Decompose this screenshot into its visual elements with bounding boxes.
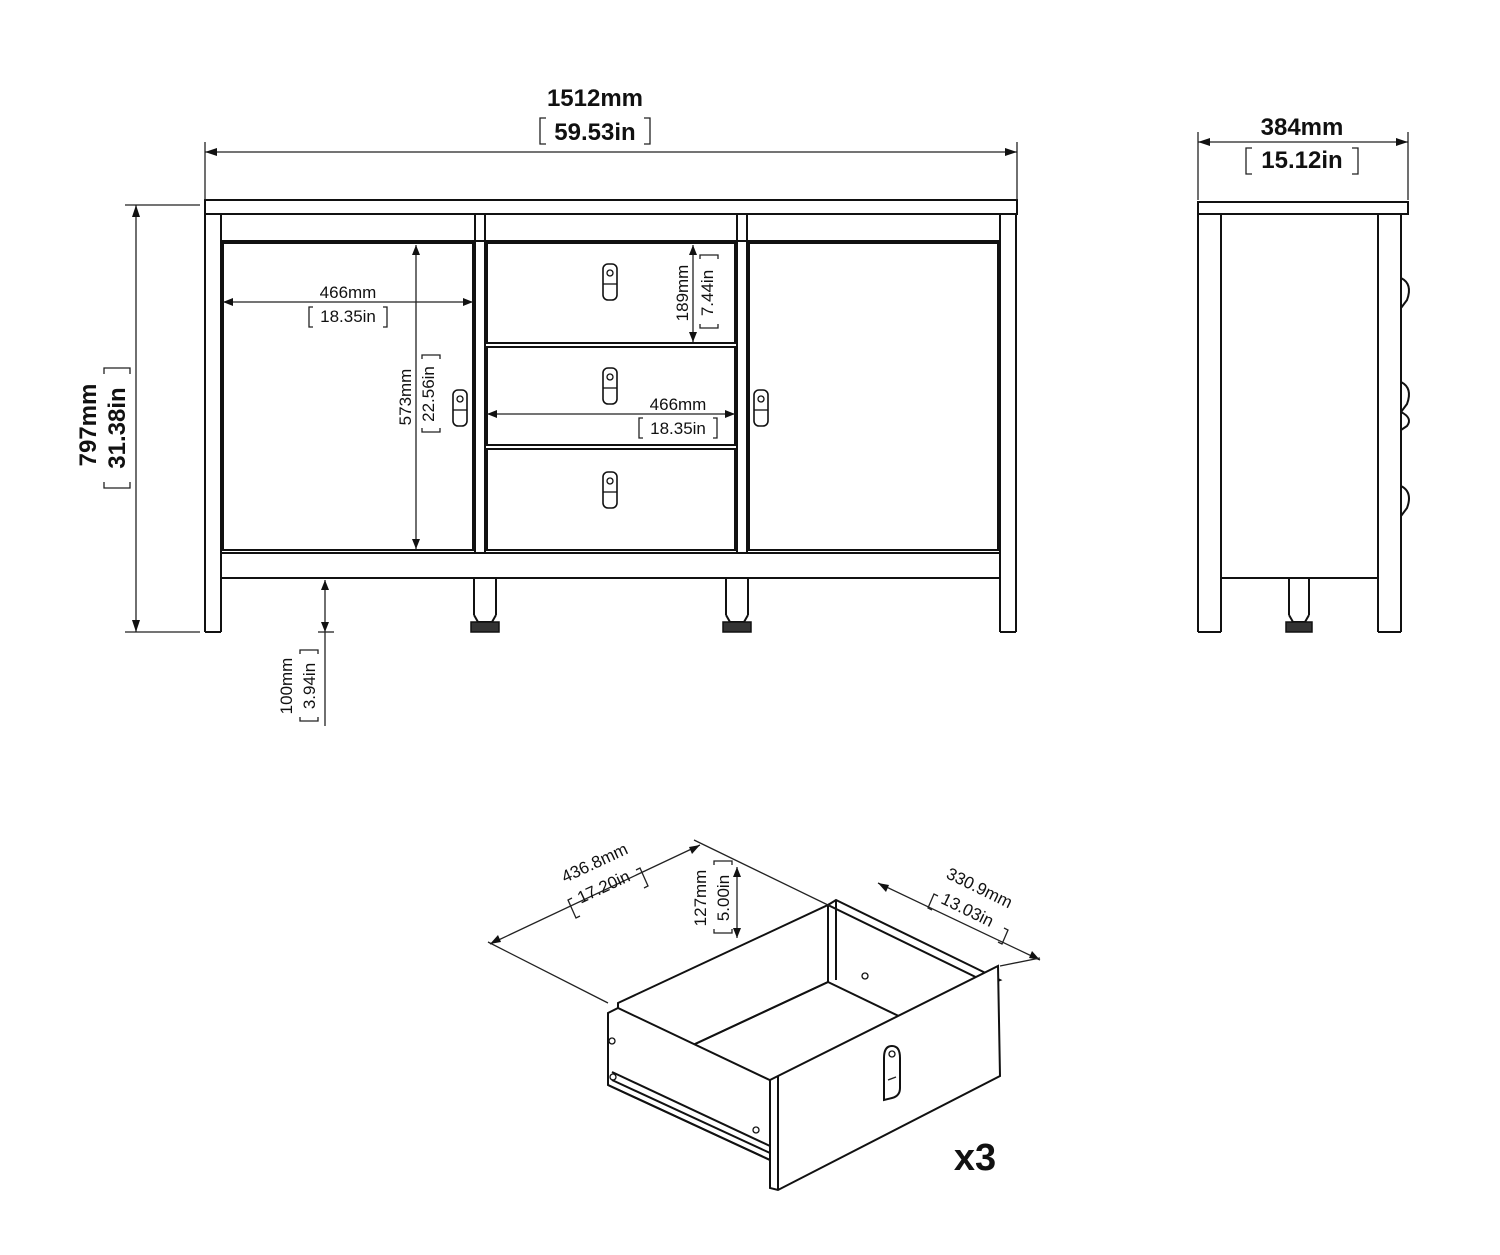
- door-width-in: 18.35in: [320, 307, 376, 326]
- door-handle-icon: [753, 389, 769, 427]
- door-handle-icon: [452, 389, 468, 427]
- overall-width-in: 59.53in: [554, 119, 635, 146]
- left-door: [222, 242, 474, 551]
- side-handle-icon: [1400, 381, 1410, 413]
- drawer-handle-icon: [602, 471, 618, 509]
- drawer-detail-height-in: 5.00in: [714, 875, 733, 921]
- door-width-mm: 466mm: [320, 283, 377, 302]
- depth-in: 15.12in: [1261, 147, 1342, 174]
- leg-height-in: 3.94in: [300, 663, 319, 709]
- drawer-front-handle-icon: [883, 1044, 901, 1102]
- depth-mm: 384mm: [1261, 114, 1344, 141]
- drawer-height-in: 7.44in: [698, 270, 717, 316]
- drawer-handle-icon: [602, 263, 618, 301]
- overall-height-in: 31.38in: [104, 387, 131, 468]
- door-height-in: 22.56in: [419, 366, 438, 422]
- drawer-detail-height-mm: 127mm: [691, 870, 710, 927]
- side-handle-icon: [1400, 277, 1410, 309]
- right-door: [748, 242, 999, 551]
- drawer-width-in: 18.35in: [650, 419, 706, 438]
- drawer-height-mm: 189mm: [673, 265, 692, 322]
- center-leg: [470, 578, 500, 633]
- side-leg: [1285, 578, 1313, 633]
- drawer-handle-icon: [602, 367, 618, 405]
- drawer-top: [486, 242, 736, 344]
- drawer-middle: [486, 346, 736, 446]
- drawer-width-mm: 466mm: [650, 395, 707, 414]
- center-leg: [722, 578, 752, 633]
- side-view: 384mm 15.12in: [1197, 114, 1410, 633]
- front-view: 1512mm 59.53in 797mm 31.38in 466mm 18.35…: [75, 85, 1018, 726]
- door-height-mm: 573mm: [396, 369, 415, 426]
- side-handle-icon: [1400, 411, 1410, 431]
- cabinet-top: [204, 199, 1018, 215]
- leg-height-mm: 100mm: [277, 658, 296, 715]
- drawer-detail: 436.8mm 17.20in 127mm 5.00in 330.9mm 13.…: [487, 839, 1041, 1192]
- drawer-right-side: [825, 898, 1003, 986]
- drawer-quantity: x3: [954, 1137, 996, 1179]
- overall-height-mm: 797mm: [75, 384, 102, 467]
- side-handle-icon: [1400, 485, 1410, 517]
- drawer-bottom: [486, 448, 736, 551]
- overall-width-mm: 1512mm: [547, 85, 643, 112]
